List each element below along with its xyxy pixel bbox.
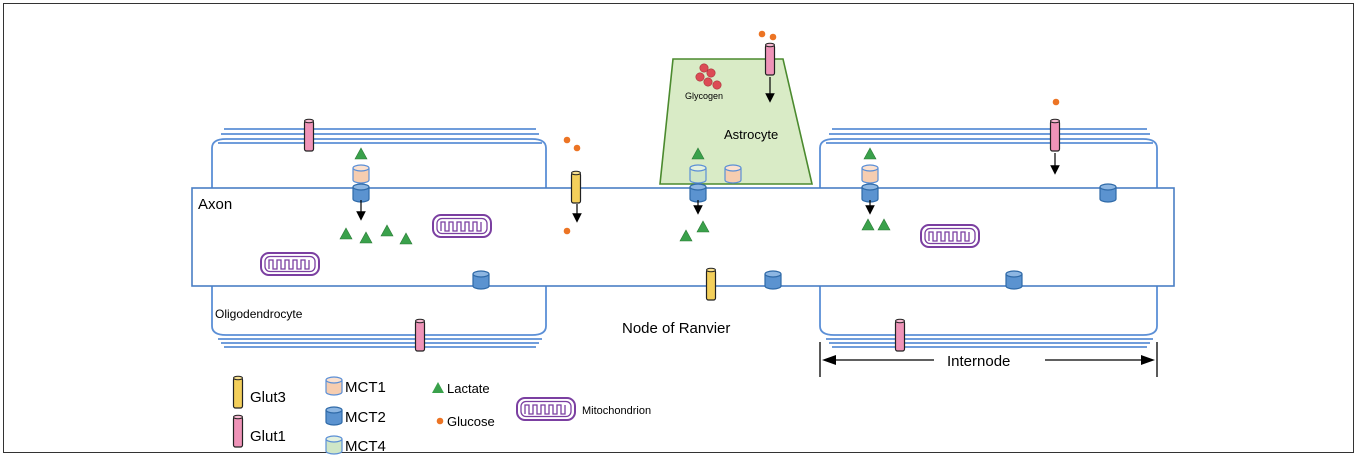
node-of-ranvier-label: Node of Ranvier (622, 320, 730, 337)
legend-glut3-swatch (232, 375, 244, 409)
mct2-transporter (861, 183, 879, 203)
glut1-transporter (414, 318, 426, 352)
figure-border (3, 3, 1354, 453)
right-myelin-sheath (819, 128, 1158, 348)
oligodendrocyte-label: Oligodendrocyte (215, 307, 303, 321)
axon-label: Axon (198, 196, 232, 213)
legend: Glut3 Glut1 MCT1 MCT2 MCT4 Lactate Gluco… (232, 375, 651, 455)
glut1-transporter (303, 118, 315, 152)
mct1-transporter (352, 164, 370, 184)
flux-arrows (356, 77, 1060, 223)
legend-glut3-label: Glut3 (250, 389, 286, 406)
mitochondrion (260, 252, 320, 276)
mct2-transporter (472, 270, 490, 290)
legend-glut1-label: Glut1 (250, 428, 286, 445)
mct2-transporter (764, 270, 782, 290)
glut1-transporter (894, 318, 906, 352)
mct1-transporter (861, 164, 879, 184)
legend-mct1-label: MCT1 (345, 379, 386, 396)
astrocyte-label: Astrocyte (724, 127, 778, 142)
lactate-molecules (339, 147, 891, 245)
glut3-transporter (705, 267, 717, 301)
mct1-transporter (724, 164, 742, 184)
internode-arrow (819, 342, 1158, 377)
glut1-transporter (764, 42, 776, 76)
legend-mct2-swatch (325, 406, 343, 426)
mitochondrion (920, 224, 980, 248)
mct2-transporter (1005, 270, 1023, 290)
legend-lactate-label: Lactate (447, 381, 490, 396)
internode-label: Internode (947, 353, 1010, 370)
legend-glut1-swatch (232, 414, 244, 448)
legend-mitochondrion-label: Mitochondrion (582, 405, 651, 417)
legend-mitochondrion-swatch (516, 397, 576, 421)
legend-mct4-swatch (325, 435, 343, 455)
left-myelin-sheath (211, 128, 547, 348)
glut3-transporter (570, 170, 582, 204)
legend-mct1-swatch (325, 376, 343, 396)
mct2-transporter (1099, 183, 1117, 203)
legend-glucose-label: Glucose (447, 414, 495, 429)
legend-glucose-swatch (436, 417, 444, 425)
mct2-transporter (352, 183, 370, 203)
glut1-transporter (1049, 118, 1061, 152)
legend-mct4-label: MCT4 (345, 438, 386, 455)
mct4-transporter (689, 164, 707, 184)
legend-mct2-label: MCT2 (345, 409, 386, 426)
glucose-molecules (563, 30, 1060, 235)
legend-lactate-swatch (432, 382, 444, 393)
mitochondrion (432, 214, 492, 238)
glycogen-granules (695, 63, 722, 90)
mct2-transporter (689, 183, 707, 203)
glycogen-label: Glycogen (685, 91, 723, 101)
